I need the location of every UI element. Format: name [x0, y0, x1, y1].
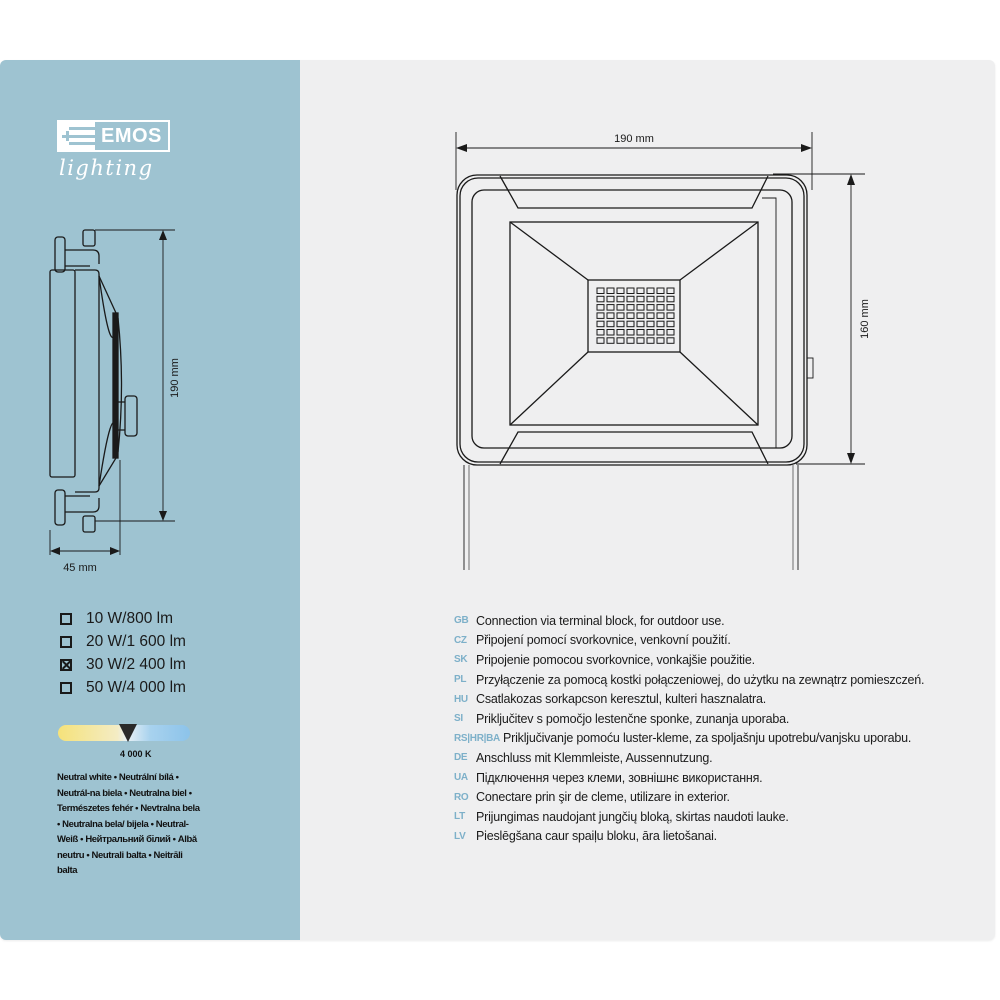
color-names-text: Neutral white • Neutrální bílá • Neutrál…	[57, 772, 200, 876]
wattage-label: 20 W/1 600 lm	[86, 632, 186, 650]
note-text: Підключення через клеми, зовнішнє викори…	[476, 770, 763, 785]
note-hu: HU Csatlakozas sorkapcson keresztul, kul…	[454, 689, 924, 709]
note-lt: LT Prijungimas naudojant jungčių bloką, …	[454, 807, 924, 827]
brand-name: EMOS	[101, 124, 162, 147]
note-gb: GB Connection via terminal block, for ou…	[454, 611, 924, 631]
emos-logo-icon	[59, 122, 95, 150]
language-code: RO	[454, 791, 469, 803]
note-sk: SK Pripojenie pomocou svorkovnice, vonka…	[454, 650, 924, 670]
front-view-drawing: 190 mm 160 mm	[455, 132, 871, 570]
language-code: PL	[454, 674, 467, 686]
note-de: DE Anschluss mit Klemmleiste, Aussennutz…	[454, 748, 924, 768]
note-ro: RO Conectare prin şir de cleme, utilizar…	[454, 787, 924, 807]
wattage-options: 10 W/800 lm 20 W/1 600 lm 30 W/2 400 lm …	[60, 607, 186, 699]
front-height-label: 160 mm	[859, 299, 871, 339]
connection-notes: GB Connection via terminal block, for ou…	[454, 611, 925, 847]
side-panel: EMOS lighting	[0, 60, 300, 940]
logo-box: EMOS	[57, 120, 170, 152]
wattage-label: 30 W/2 400 lm	[86, 655, 186, 673]
note-ua: UA Підключення через клеми, зовнішнє вик…	[454, 768, 924, 788]
wattage-option[interactable]: 10 W/800 lm	[60, 607, 186, 630]
packaging-card: EMOS lighting	[0, 60, 995, 940]
note-si: SI Priključitev s pomočjo lestenčne spon…	[454, 709, 924, 729]
checkbox[interactable]	[60, 612, 72, 625]
note-text: Prijungimas naudojant jungčių bloką, ski…	[476, 809, 789, 824]
note-rs-hr-ba: RS|HR|BA Priključivanje pomoću luster-kl…	[454, 729, 924, 749]
note-text: Priključivanje pomoću luster-kleme, za s…	[503, 731, 912, 746]
language-code: GB	[454, 615, 469, 627]
language-code: UA	[454, 772, 468, 784]
language-code: SI	[454, 713, 463, 725]
brand-subtitle: lighting	[59, 156, 154, 180]
language-code: DE	[454, 752, 468, 764]
wattage-option-selected[interactable]: 30 W/2 400 lm	[60, 653, 186, 676]
led-grid	[596, 287, 675, 344]
color-temperature-scale: 4 000 K	[58, 724, 190, 759]
language-code: LV	[454, 830, 466, 842]
side-view-drawing: 190 mm 45 mm	[49, 229, 181, 574]
front-width-label: 190 mm	[614, 133, 654, 145]
language-code: HU	[454, 693, 468, 705]
wattage-label: 50 W/4 000 lm	[86, 678, 186, 696]
checkbox-checked[interactable]	[60, 658, 72, 671]
language-code: CZ	[454, 634, 467, 646]
note-text: Pieslēgšana caur spaiļu bloku, āra lieto…	[476, 829, 717, 844]
checkbox[interactable]	[60, 681, 72, 694]
note-pl: PL Przyłączenie za pomocą kostki połącze…	[454, 670, 925, 690]
language-code: RS|HR|BA	[454, 732, 500, 744]
triangle-marker-icon	[119, 724, 137, 742]
wattage-option[interactable]: 20 W/1 600 lm	[60, 630, 186, 653]
note-text: Připojení pomocí svorkovnice, venkovní p…	[476, 633, 731, 648]
brand-logo: EMOS lighting	[57, 120, 170, 180]
note-cz: CZ Připojení pomocí svorkovnice, venkovn…	[454, 631, 924, 651]
note-text: Connection via terminal block, for outdo…	[476, 613, 725, 628]
checkbox[interactable]	[60, 635, 72, 648]
note-text: Conectare prin şir de cleme, utilizare i…	[476, 790, 730, 805]
note-text: Anschluss mit Klemmleiste, Aussennutzung…	[476, 750, 713, 765]
wattage-label: 10 W/800 lm	[86, 609, 174, 627]
language-code: LT	[454, 811, 465, 823]
note-lv: LV Pieslēgšana caur spaiļu bloku, āra li…	[454, 827, 924, 847]
temperature-label: 4 000 K	[120, 749, 152, 759]
wattage-option[interactable]: 50 W/4 000 lm	[60, 676, 186, 699]
note-text: Pripojenie pomocou svorkovnice, vonkajši…	[476, 652, 755, 667]
note-text: Przyłączenie za pomocą kostki połączenio…	[476, 672, 925, 687]
note-text: Csatlakozas sorkapcson keresztul, kulter…	[476, 692, 767, 707]
side-depth-label: 45 mm	[63, 562, 97, 574]
language-code: SK	[454, 654, 468, 666]
note-text: Priključitev s pomočjo lestenčne sponke,…	[476, 711, 790, 726]
side-height-label: 190 mm	[169, 358, 181, 398]
